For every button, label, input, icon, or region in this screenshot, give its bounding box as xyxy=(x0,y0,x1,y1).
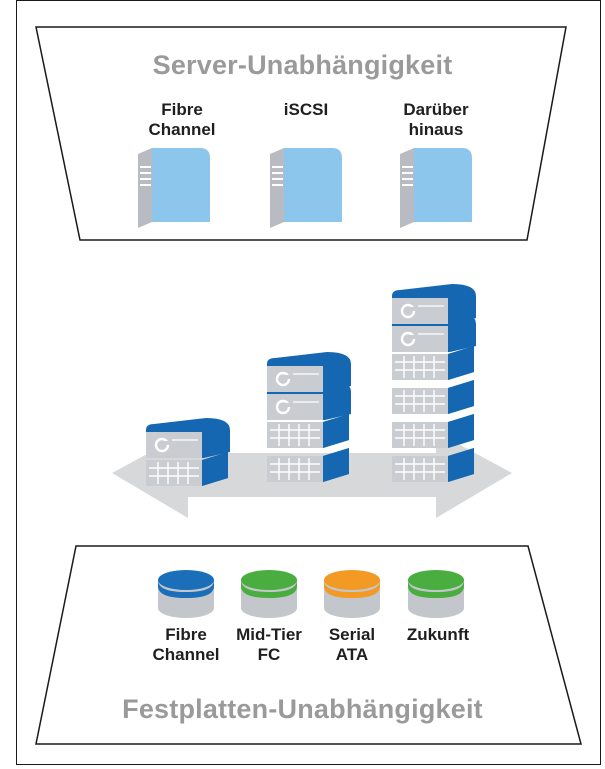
server-label-line2: hinaus xyxy=(408,120,464,139)
disk-label-line1: Mid-Tier xyxy=(236,625,302,644)
server-label-line1: Fibre xyxy=(161,100,203,119)
server-icon-darueber-hinaus xyxy=(400,148,472,228)
outer-frame xyxy=(16,0,601,765)
disk-label-line1: Fibre xyxy=(165,625,207,644)
disk-label-serial-ata: Serial ATA xyxy=(312,625,392,665)
storage-stack-large xyxy=(390,282,478,483)
server-label-line1: Darüber xyxy=(403,100,469,119)
server-label-iscsi: iSCSI xyxy=(262,100,350,120)
disk-label-mid-tier-fc: Mid-Tier FC xyxy=(226,625,312,665)
disk-icon-mid-tier-fc xyxy=(241,570,297,618)
server-label-darueber-hinaus: Darüber hinaus xyxy=(392,100,480,140)
server-panel-title: Server-Unabhängigkeit xyxy=(152,50,453,80)
disk-label-line2: ATA xyxy=(335,645,369,664)
disk-icon-serial-ata xyxy=(324,570,380,618)
disk-label-line2: FC xyxy=(257,645,281,664)
disk-panel-title: Festplatten-Unabhängigkeit xyxy=(122,694,483,724)
server-label-line2: Channel xyxy=(148,120,216,139)
server-icon-iscsi xyxy=(270,148,342,228)
server-icon-fibre-channel xyxy=(138,148,210,228)
server-label-fibre-channel: Fibre Channel xyxy=(138,100,226,140)
disk-label-line1: Serial xyxy=(328,625,376,644)
disk-label-line2: Channel xyxy=(152,645,220,664)
storage-stack-medium xyxy=(265,350,353,483)
disk-label-line1: Zukunft xyxy=(406,625,470,644)
disk-icon-fibre-channel xyxy=(158,570,214,618)
server-label-line1: iSCSI xyxy=(283,100,329,119)
storage-stack-small xyxy=(144,416,232,487)
disk-icon-zukunft xyxy=(408,570,464,618)
disk-label-zukunft: Zukunft xyxy=(396,625,480,645)
disk-label-fibre-channel: Fibre Channel xyxy=(146,625,226,665)
